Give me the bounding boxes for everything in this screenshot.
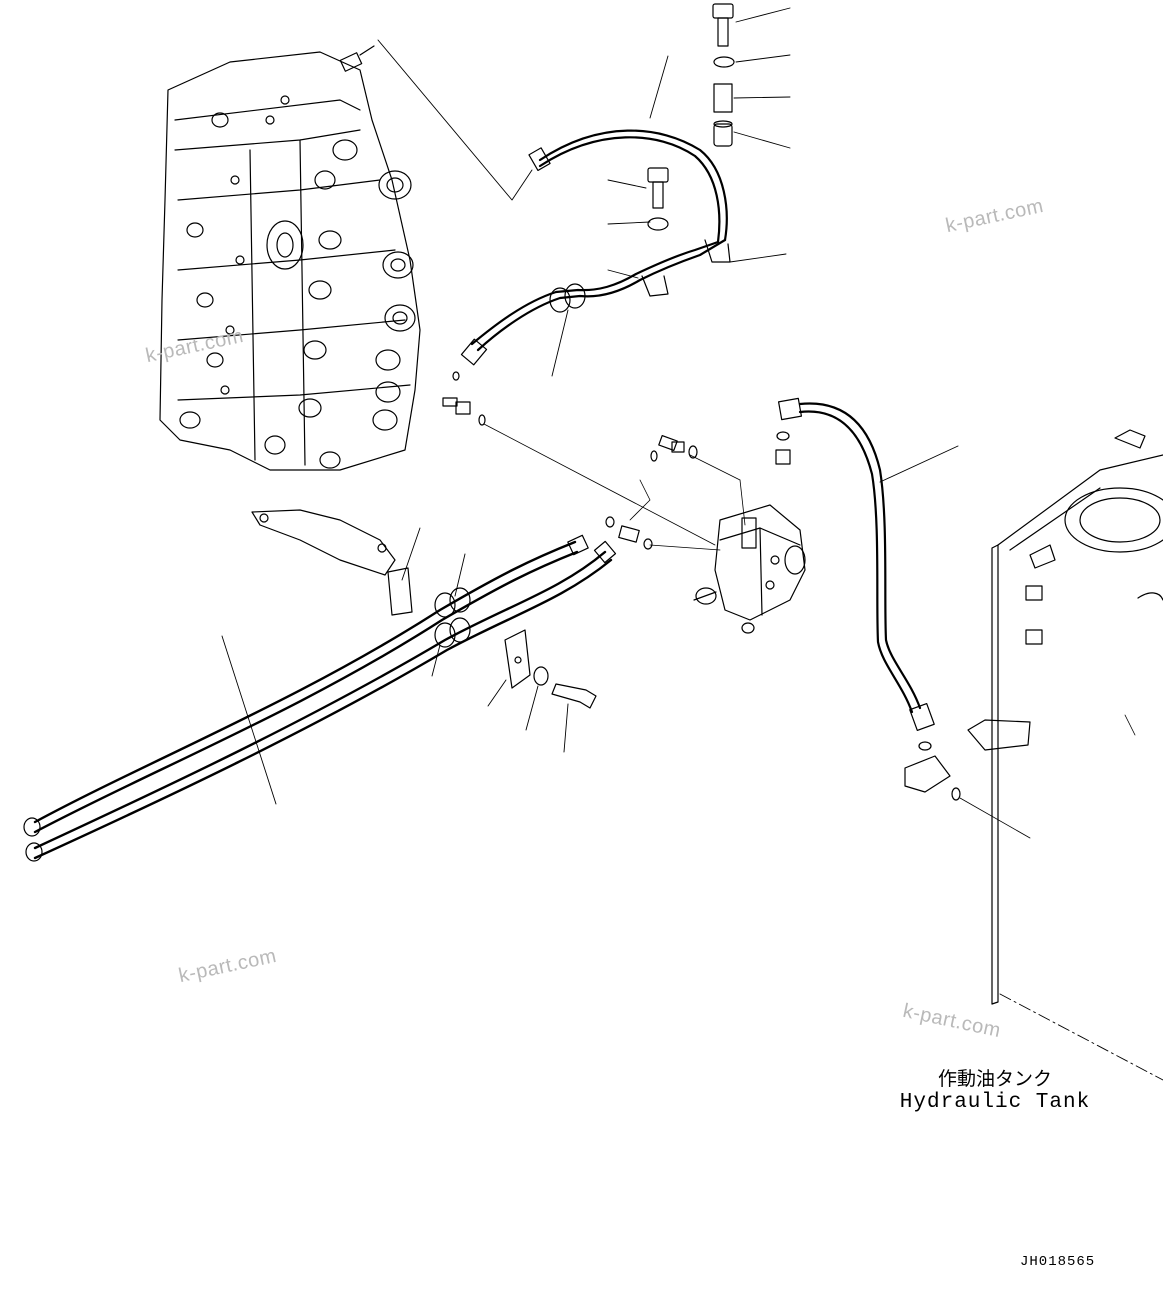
drawing-number: JH018565: [1020, 1254, 1096, 1270]
part-leaders: [221, 7, 959, 805]
bolt-stack-top: [712, 3, 735, 147]
tank-label-japanese: 作動油タンク: [937, 1068, 1052, 1090]
lower-hose-pair: [23, 534, 617, 862]
leader-line: [377, 39, 533, 201]
bolt-lower: [533, 666, 597, 709]
solenoid-valve-block: [693, 504, 806, 634]
tank-label-english: Hydraulic Tank: [899, 1091, 1091, 1114]
connection-leaders: [483, 423, 746, 551]
tank-hose: [775, 397, 1031, 839]
upper-hose-assembly: [460, 129, 731, 366]
control-valve: [159, 45, 421, 471]
fittings-centre: [442, 371, 698, 550]
hydraulic-tank: [967, 429, 1163, 1081]
bracket: [251, 509, 413, 616]
bolt-middle: [647, 167, 669, 231]
